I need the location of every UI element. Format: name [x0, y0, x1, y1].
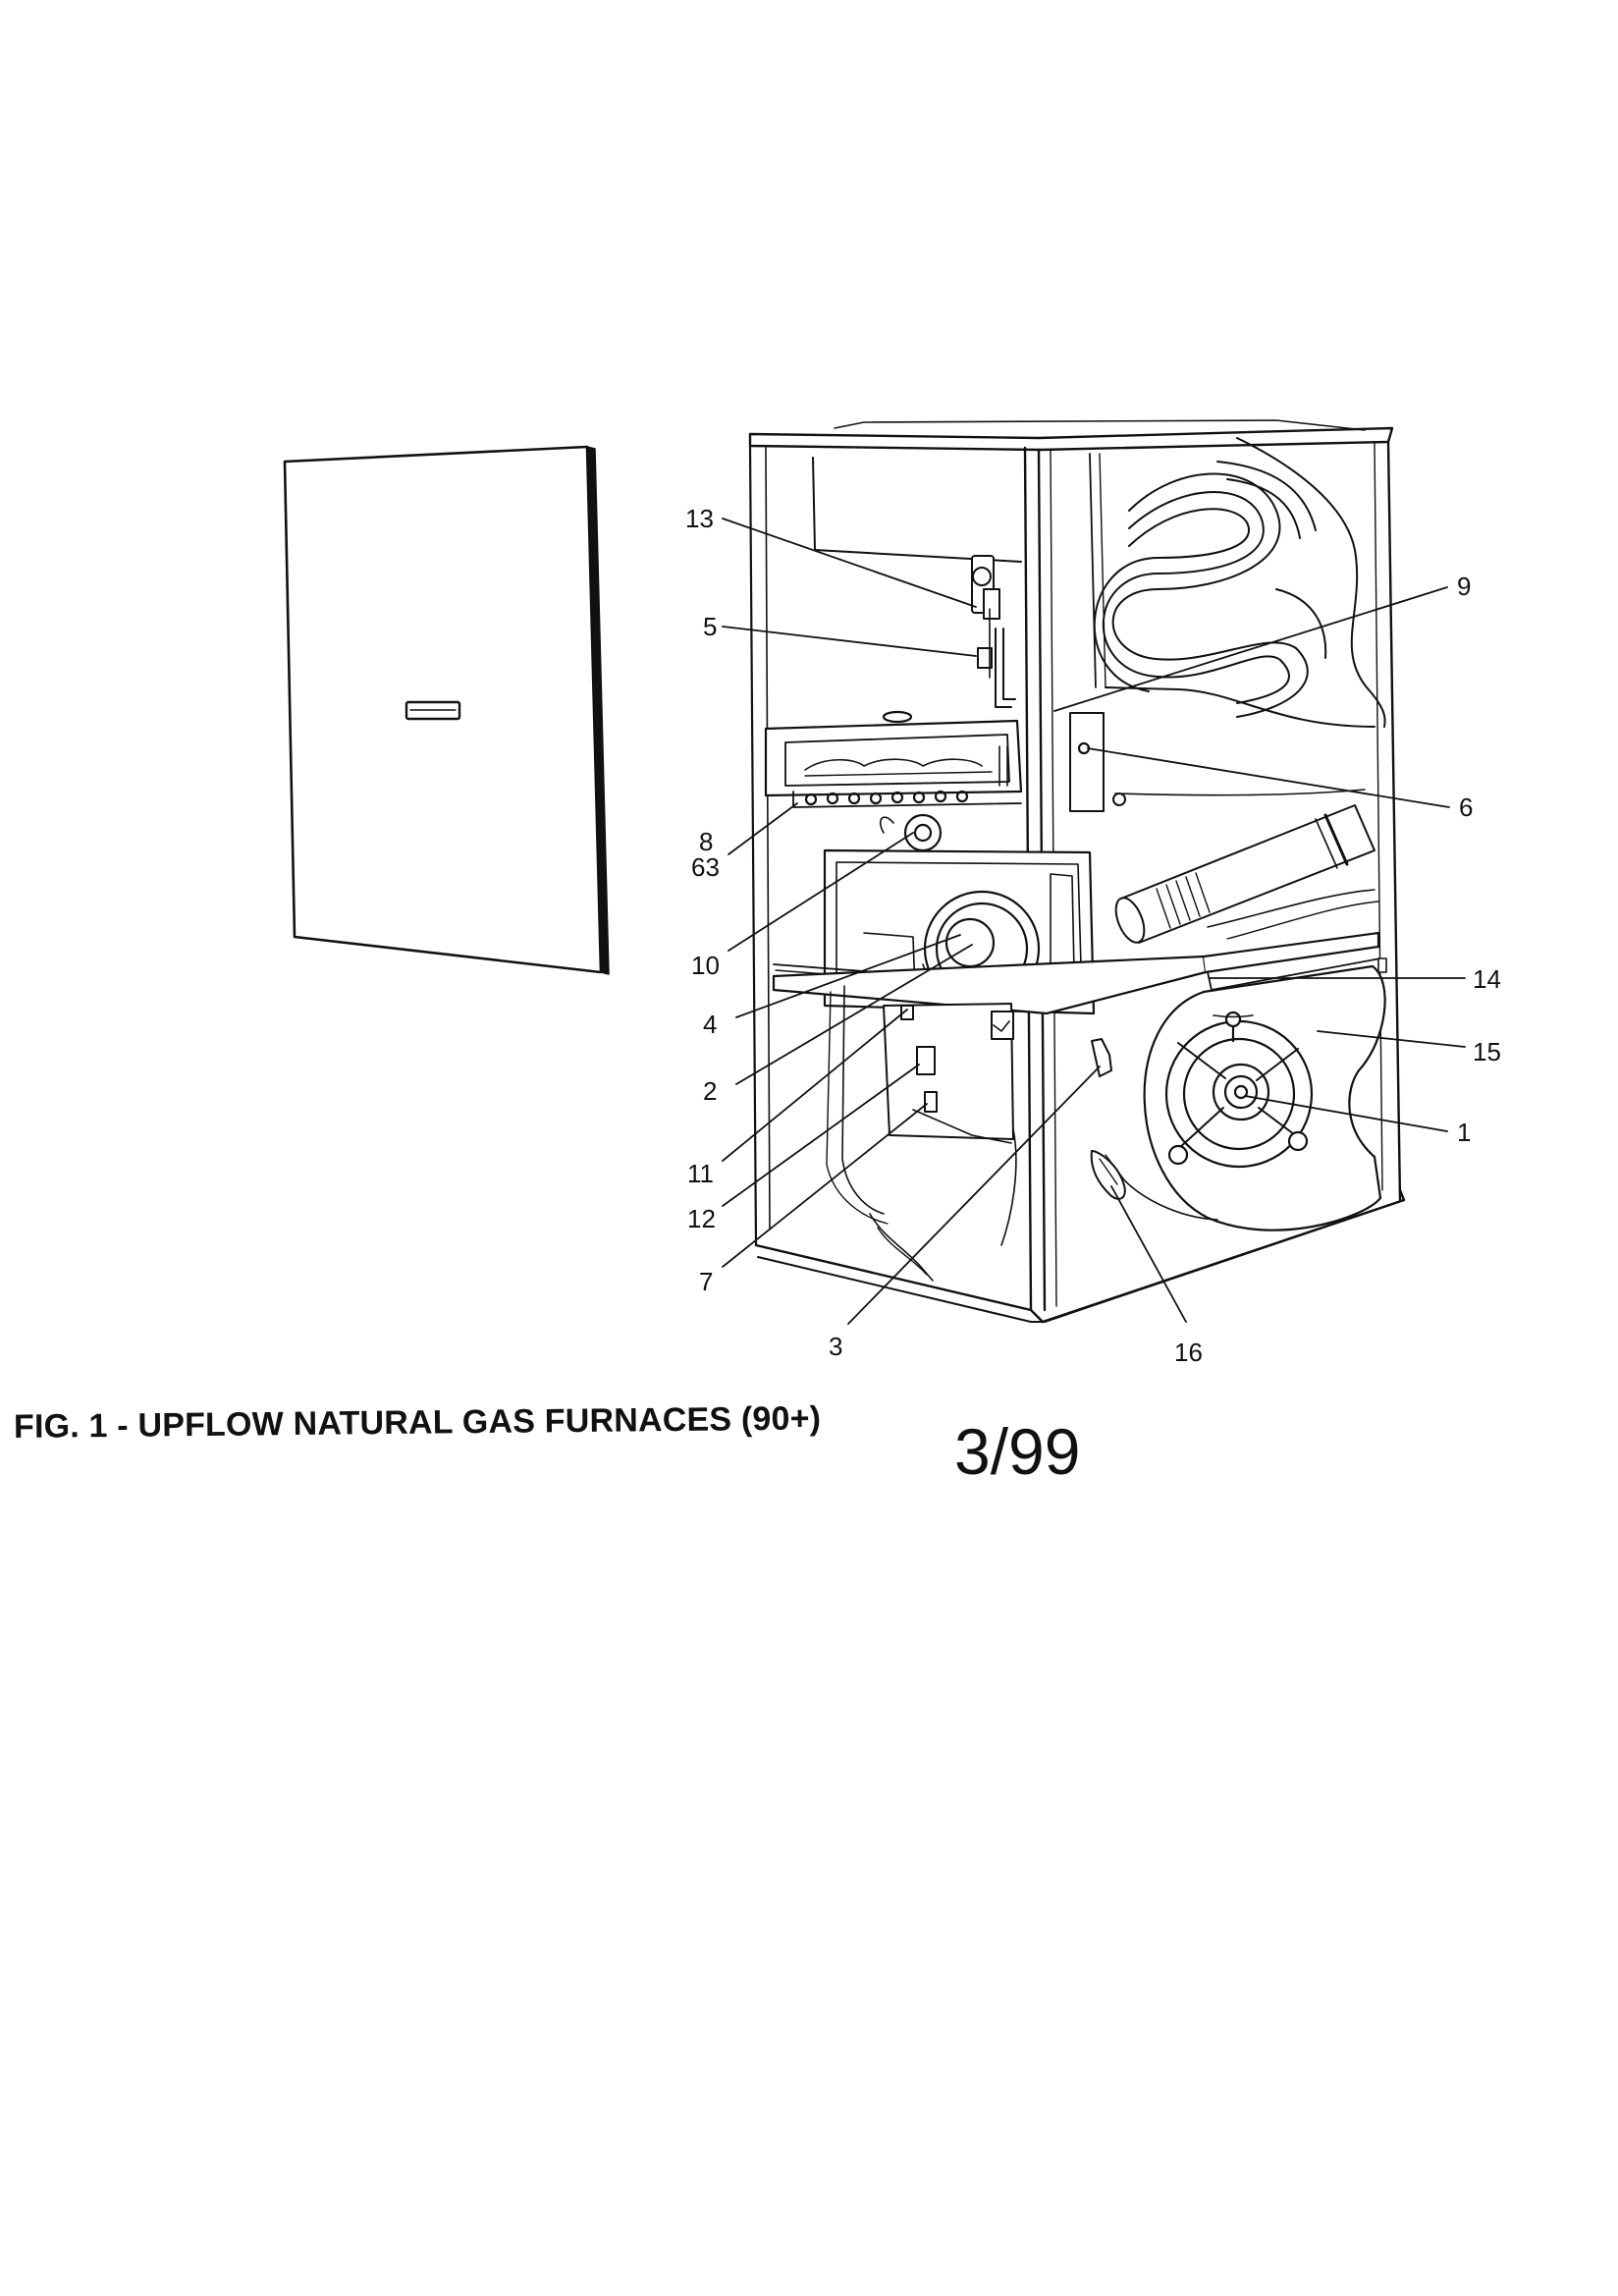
callout-numbers: 13 5 9 6 8 63 10 4 2 14 15 1 11 12 7 3 1… — [685, 504, 1501, 1367]
callout-leaders — [722, 518, 1466, 1325]
callout-7: 7 — [699, 1267, 713, 1296]
callout-16: 16 — [1174, 1338, 1203, 1367]
callout-10: 10 — [691, 951, 720, 980]
secondary-heat-exchanger-tube — [1112, 789, 1379, 944]
callout-9: 9 — [1457, 572, 1471, 601]
callout-1: 1 — [1457, 1118, 1471, 1147]
callout-63: 63 — [691, 852, 720, 882]
callout-2: 2 — [703, 1076, 717, 1106]
revision-date: 3/99 — [954, 1415, 1081, 1488]
heat-exchanger-coils — [1093, 461, 1375, 728]
door-handle — [404, 700, 461, 721]
callout-4: 4 — [703, 1010, 717, 1039]
callout-3: 3 — [829, 1332, 842, 1361]
callout-11: 11 — [687, 1159, 714, 1188]
callout-5: 5 — [703, 612, 717, 641]
callout-6: 6 — [1459, 793, 1473, 822]
heat-exchanger-section — [812, 437, 1386, 944]
gas-valve-assembly — [971, 555, 1016, 708]
callout-15: 15 — [1473, 1037, 1501, 1066]
callout-8: 8 — [699, 827, 713, 856]
lower-small-parts — [993, 1020, 1218, 1221]
callout-12: 12 — [687, 1204, 716, 1233]
furnace-cabinet — [748, 419, 1406, 1324]
control-board-area — [826, 985, 1017, 1282]
callout-14: 14 — [1473, 964, 1501, 994]
main-blower — [1143, 964, 1386, 1231]
front-door-panel — [283, 445, 610, 975]
callout-13: 13 — [685, 504, 714, 533]
